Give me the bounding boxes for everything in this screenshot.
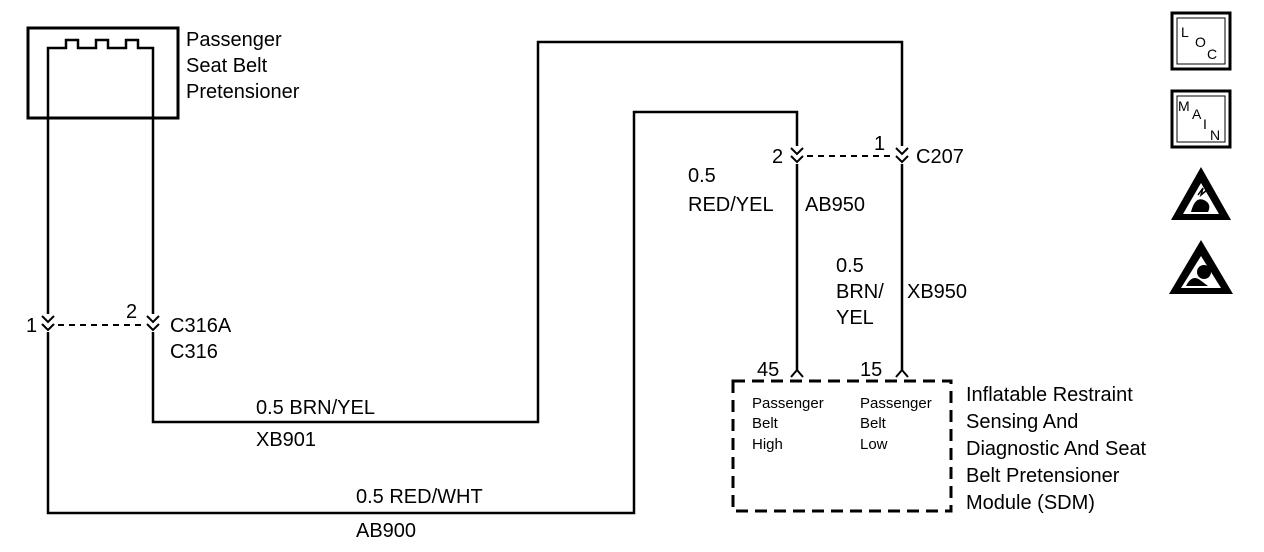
xb901-color-label: 0.5 BRN/YEL: [256, 397, 375, 419]
wire-xb901: [151, 40, 904, 424]
ab900-color-label: 0.5 RED/WHT: [356, 486, 483, 508]
sdm-module-box: [731, 379, 953, 513]
c316-label: C316: [170, 341, 218, 363]
c316a-label: C316A: [170, 315, 232, 337]
sdm-high-line2: Belt: [752, 415, 779, 432]
c316-pin-1: 1: [26, 315, 37, 337]
sdm-pin-45: 45: [757, 359, 779, 381]
xb950-gauge-label: 0.5: [836, 255, 864, 277]
pretensioner-component: [26, 26, 180, 120]
c207-pin-1: 1: [874, 133, 885, 155]
loc-icon[interactable]: L O C: [1170, 11, 1232, 71]
connector-c207: [789, 146, 910, 164]
sdm-high-line1: Passenger: [752, 395, 824, 412]
sdm-low-line2: Belt: [860, 415, 887, 432]
c207-pin-2: 2: [772, 146, 783, 168]
sdm-name-line5: Module (SDM): [966, 492, 1095, 514]
sdm-name-line2: Sensing And: [966, 411, 1078, 433]
pretensioner-label-line1: Passenger: [186, 29, 282, 51]
sdm-low-line1: Passenger: [860, 395, 932, 412]
pretensioner-label-line2: Seat Belt: [186, 55, 268, 77]
sdm-high-line3: High: [752, 436, 783, 453]
sdm-name-line1: Inflatable Restraint: [966, 384, 1133, 406]
svg-text:O: O: [1195, 34, 1206, 50]
connector-c316: [40, 314, 161, 332]
sdm-name-line4: Belt Pretensioner: [966, 465, 1120, 487]
wire-ab900: [46, 110, 799, 515]
ab950-color-label: RED/YEL: [688, 194, 774, 216]
sdm-terminals: [790, 368, 909, 378]
sdm-low-line3: Low: [860, 436, 888, 453]
svg-text:L: L: [1181, 24, 1189, 40]
svg-text:C: C: [1207, 46, 1217, 62]
svg-text:N: N: [1210, 127, 1220, 143]
pretensioner-label-line3: Pretensioner: [186, 81, 300, 103]
xb950-color-label-1: BRN/: [836, 281, 884, 303]
esd-warning-icon: [1171, 167, 1231, 220]
ab900-circuit-label: AB900: [356, 520, 416, 542]
svg-text:A: A: [1192, 106, 1202, 122]
sdm-pin-15: 15: [860, 359, 882, 381]
ab950-gauge-label: 0.5: [688, 165, 716, 187]
xb901-circuit-label: XB901: [256, 429, 316, 451]
svg-text:M: M: [1178, 98, 1190, 114]
main-icon[interactable]: M A I N: [1170, 89, 1232, 149]
ab950-circuit-label: AB950: [805, 194, 865, 216]
airbag-warning-icon: [1169, 240, 1233, 294]
svg-text:I: I: [1203, 116, 1207, 132]
xb950-color-label-2: YEL: [836, 307, 874, 329]
c207-label: C207: [916, 146, 964, 168]
c316-pin-2: 2: [126, 301, 137, 323]
xb950-circuit-label: XB950: [907, 281, 967, 303]
sdm-name-line3: Diagnostic And Seat: [966, 438, 1147, 460]
